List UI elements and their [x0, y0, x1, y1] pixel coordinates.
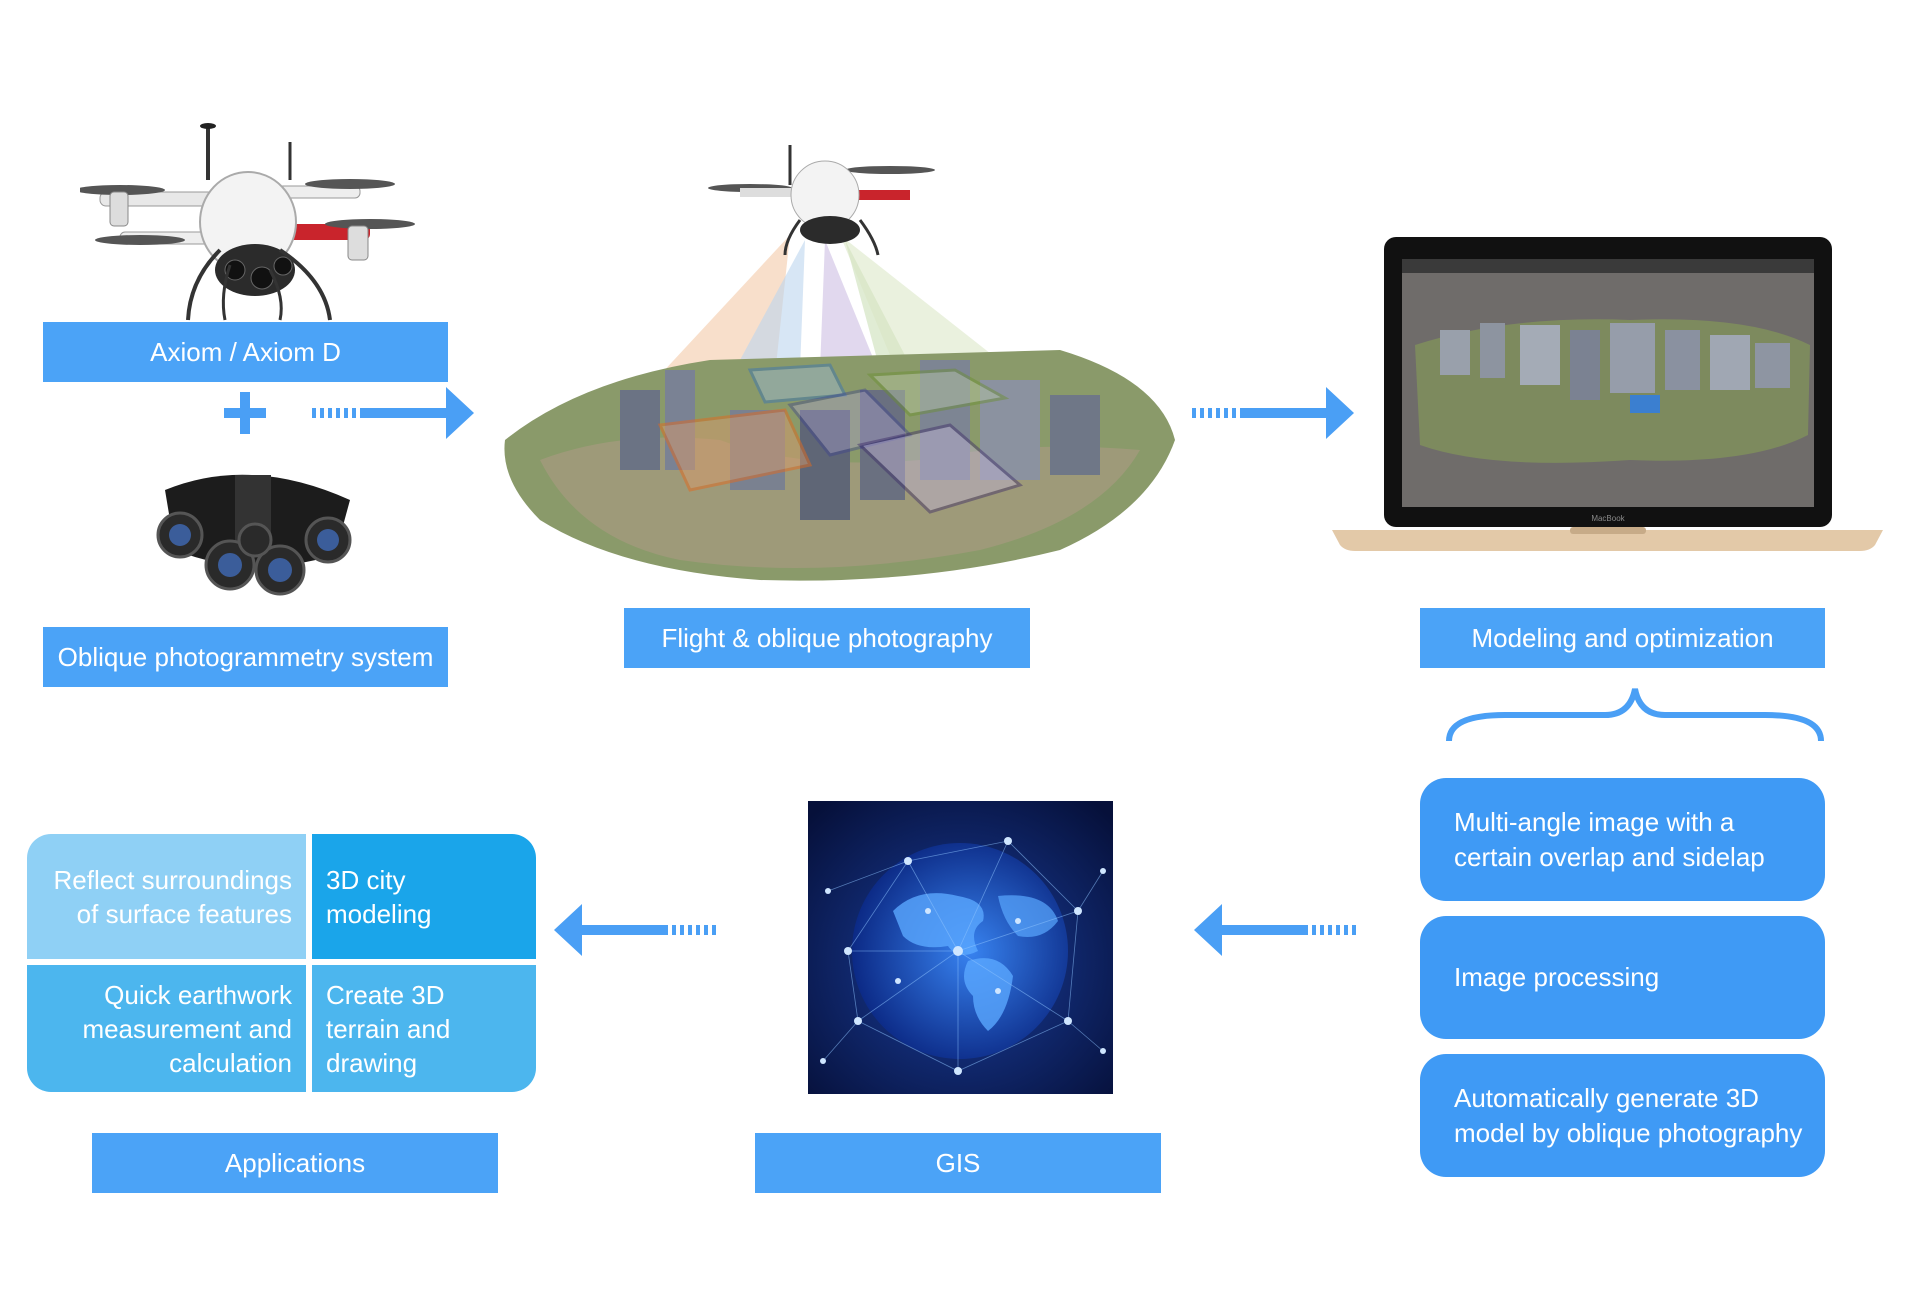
step-generate-3d-model: Automatically generate 3D model by obliq…: [1420, 1054, 1825, 1177]
step-image-processing: Image processing: [1420, 916, 1825, 1039]
plus-icon: [224, 392, 266, 434]
app-reflect-surroundings: Reflect surroundings of surface features: [27, 834, 309, 962]
app-text: 3D city modeling: [326, 864, 432, 929]
drone-label: Axiom / Axiom D: [43, 322, 448, 382]
step-text: Multi-angle image with a certain overlap…: [1454, 806, 1765, 872]
step-text: Automatically generate 3D model by obliq…: [1454, 1082, 1803, 1148]
flight-label: Flight & oblique photography: [624, 608, 1030, 668]
gis-globe-image: [808, 801, 1113, 1094]
app-text: Create 3D terrain and drawing: [326, 979, 451, 1078]
app-text: Quick earthwork measurement and calculat…: [82, 979, 292, 1078]
gis-label: GIS: [755, 1133, 1161, 1193]
applications-grid: Reflect surroundings of surface features…: [27, 834, 536, 1092]
arrow-right-icon: [1192, 387, 1354, 439]
applications-label: Applications: [92, 1133, 498, 1193]
arrow-left-icon: [554, 904, 716, 956]
step-text: Image processing: [1454, 962, 1660, 992]
laptop-image: MacBook: [1332, 237, 1883, 551]
modeling-label: Modeling and optimization: [1420, 608, 1825, 668]
arrow-right-icon: [312, 387, 474, 439]
curly-brace-icon: [1446, 688, 1824, 742]
step-multi-angle-image: Multi-angle image with a certain overlap…: [1420, 778, 1825, 901]
camera-label: Oblique photogrammetry system: [43, 627, 448, 687]
drone-image: [80, 123, 415, 321]
app-3d-terrain-drawing: Create 3D terrain and drawing: [309, 962, 536, 1092]
app-text: Reflect surroundings of surface features: [53, 864, 292, 929]
arrow-left-icon: [1194, 904, 1356, 956]
oblique-camera-image: [156, 474, 352, 596]
oblique-photography-scene: [504, 145, 1175, 581]
laptop-brand: MacBook: [1591, 514, 1625, 523]
app-3d-city-modeling: 3D city modeling: [309, 834, 536, 962]
app-earthwork-measurement: Quick earthwork measurement and calculat…: [27, 962, 309, 1092]
